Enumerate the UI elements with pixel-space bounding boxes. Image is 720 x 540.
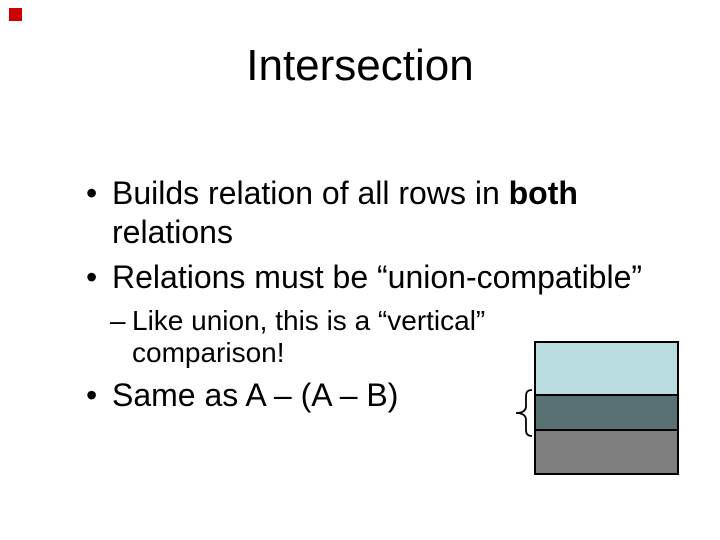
bullet-dot-icon: • [86,377,98,413]
bullet1-normal-text: Builds relation of all rows in [112,175,509,211]
bullet-text: Builds relation of all rows in both relat… [112,174,578,252]
bullet-item-union-compatible: • Relations must be “union-compatible” [86,258,642,297]
bullet1-bold-text: both [508,175,578,211]
sub-bullet-text: Like union, this is a “vertical”comparis… [132,305,485,369]
sub-bullet-item-vertical: – Like union, this is a “vertical”compar… [110,305,485,369]
bullet-item-same-as: • Same as A – (A – B) [86,376,398,415]
red-corner-marker [9,8,22,21]
stacked-relation-diagram [534,341,679,475]
sub-bullet-line1-text: Like union, this is a “vertical” [132,305,486,336]
bullet-item-builds: • Builds relation of all rows in both rel… [86,174,578,252]
relation-bottom-band [536,431,677,473]
sub-bullet-line2-text: comparison! [132,337,285,368]
bullet1-line2-text: relations [112,214,233,250]
relation-middle-band [536,394,677,431]
bullet-dot-icon: • [86,259,98,295]
bullet2-text: Relations must be “union-compatible” [112,259,643,295]
left-brace-icon [515,389,533,437]
relation-top-band [536,343,677,394]
bullet-dot-icon: • [86,175,98,211]
dash-bullet-icon: – [110,305,126,336]
slide-title: Intersection [246,41,474,90]
bullet3-text: Same as A – (A – B) [112,377,399,413]
